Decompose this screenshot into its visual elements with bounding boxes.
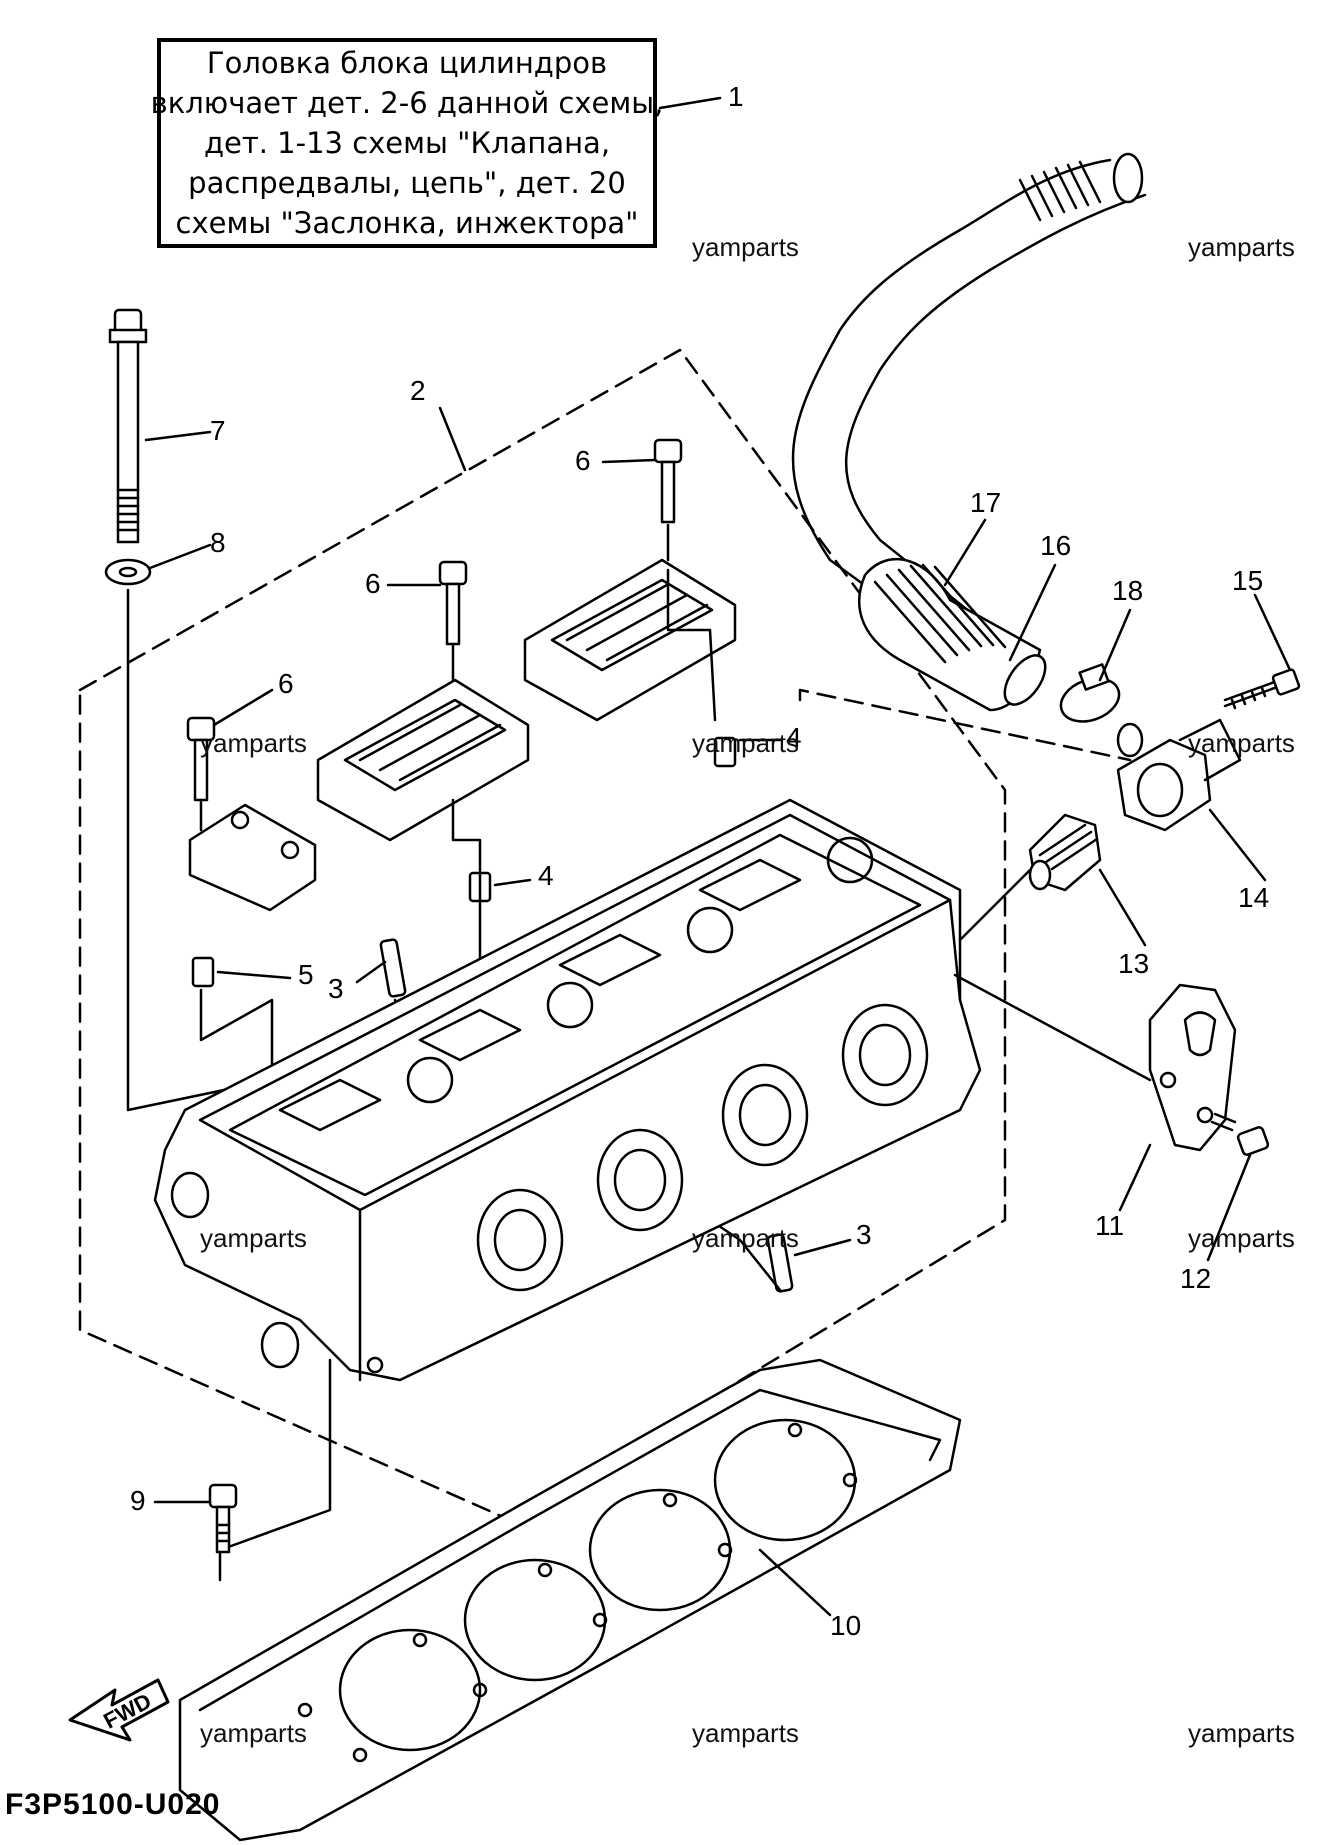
camshaft-cap-large-right	[523, 558, 737, 722]
callout-7: 7	[210, 415, 226, 446]
fwd-arrow	[68, 1678, 170, 1742]
watermark: yamparts	[200, 728, 307, 758]
leader-8	[148, 543, 212, 570]
water-hose	[791, 152, 1147, 712]
watermark: yamparts	[1188, 1223, 1295, 1253]
leader-11	[1118, 1143, 1152, 1212]
watermark: yamparts	[692, 1718, 799, 1748]
cylinder-head	[153, 798, 982, 1382]
callout-1: 1	[728, 81, 744, 112]
watermark: yamparts	[1188, 728, 1295, 758]
note-line: схемы "Заслонка, инжектора"	[175, 206, 639, 240]
callout-9: 9	[130, 1485, 146, 1516]
watermark: yamparts	[692, 1223, 799, 1253]
note-line: включает дет. 2-6 данной схемы,	[150, 86, 664, 120]
leader-10	[758, 1548, 832, 1617]
note-box: Головка блока цилиндров включает дет. 2-…	[151, 38, 663, 248]
note-line: дет. 1-13 схемы "Клапана,	[203, 126, 611, 160]
callout-8: 8	[210, 527, 226, 558]
callout-3a: 3	[328, 973, 344, 1004]
head-gasket	[178, 1358, 962, 1842]
leader-6a	[601, 458, 657, 464]
callout-14: 14	[1238, 882, 1269, 913]
cover-plate	[1148, 983, 1237, 1152]
leader-7	[144, 430, 212, 442]
watermark: yamparts	[200, 1718, 307, 1748]
note-line: Головка блока цилиндров	[206, 46, 608, 80]
leader-6c	[212, 688, 274, 727]
leader-5	[216, 970, 292, 980]
leader-4b	[493, 878, 532, 887]
leader-15	[1253, 593, 1292, 672]
callout-12: 12	[1180, 1263, 1211, 1294]
watermark: yamparts	[692, 728, 799, 758]
watermark: yamparts	[1188, 1718, 1295, 1748]
callout-4b: 4	[538, 860, 554, 891]
watermark: yamparts	[200, 1223, 307, 1253]
thermostat-cover	[1116, 718, 1242, 832]
leader-14	[1208, 808, 1267, 882]
housing-bolt	[1223, 668, 1301, 710]
callout-2: 2	[410, 375, 426, 406]
callout-10: 10	[830, 1610, 861, 1641]
leader-12	[1206, 1153, 1252, 1262]
leader-16	[1008, 563, 1057, 662]
watermark: yamparts	[692, 232, 799, 262]
callout-4a: 4	[786, 722, 802, 753]
assembly-boundary-upper	[798, 688, 1132, 762]
valve-guide-lower	[766, 1233, 794, 1293]
thermostat-clamp	[1059, 663, 1121, 723]
cylinder-head-bolt	[108, 308, 148, 544]
callout-13: 13	[1118, 948, 1149, 979]
bolt-washer	[104, 558, 152, 586]
dowel-pin-left	[191, 956, 215, 988]
callout-11: 11	[1095, 1210, 1124, 1241]
leader-2	[438, 406, 467, 472]
leader-3b	[793, 1238, 852, 1257]
diagram-code: F3P5100-U020	[5, 1788, 221, 1821]
callout-6a: 6	[575, 445, 591, 476]
thermostat	[1028, 813, 1102, 892]
leader-3a	[355, 960, 387, 984]
callout-6c: 6	[278, 668, 294, 699]
watermark: yamparts	[1188, 232, 1295, 262]
assembly-boundary	[78, 348, 1007, 1522]
leader-1	[658, 96, 722, 110]
cap-bolt-middle	[438, 560, 468, 682]
valve-guide-upper	[379, 938, 407, 998]
cap-bolt-top	[653, 438, 683, 562]
callout-6b: 6	[365, 568, 381, 599]
callout-15: 15	[1232, 565, 1263, 596]
note-line: распредвалы, цепь", дет. 20	[188, 166, 626, 200]
callout-3b: 3	[856, 1219, 872, 1250]
callout-5: 5	[298, 959, 314, 990]
camshaft-cap-small	[188, 803, 317, 912]
callout-16: 16	[1040, 530, 1071, 561]
cap-bolt-left	[186, 716, 216, 832]
dowel-pin-upper	[713, 736, 737, 768]
leader-13	[1098, 868, 1147, 947]
callout-17: 17	[970, 487, 1001, 518]
cover-plate-bolt	[1210, 1112, 1270, 1156]
leader-18	[1098, 608, 1132, 682]
camshaft-cap-large-left	[316, 678, 530, 842]
hose-bellows	[1018, 160, 1102, 222]
head-bolt-small	[208, 1483, 238, 1554]
leader-17	[943, 518, 987, 587]
callout-18: 18	[1112, 575, 1143, 606]
